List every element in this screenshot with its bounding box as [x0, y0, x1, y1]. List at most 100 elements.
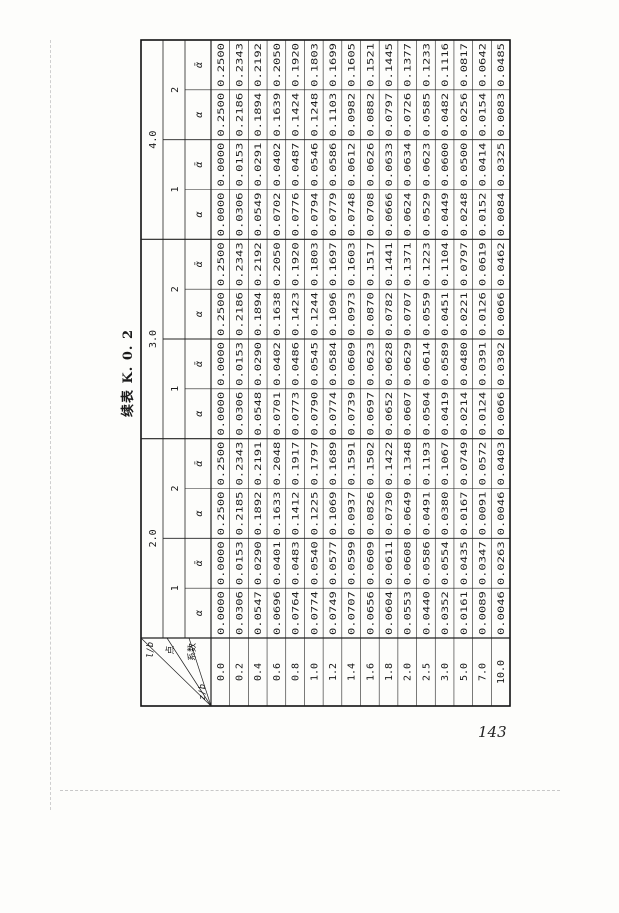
coefficient-value-cell: 0.1445	[384, 43, 395, 87]
coefficient-value-cell: 0.1233	[421, 43, 432, 87]
coefficient-value-cell: 0.0089	[477, 591, 488, 635]
coefficient-value-cell: 0.1699	[328, 43, 339, 87]
zb-value-cell: 1.8	[384, 663, 395, 681]
coefficient-value-cell: 0.0607	[403, 392, 414, 436]
alpha-column-label: α	[194, 210, 205, 217]
coefficient-value-cell: 0.0586	[328, 143, 339, 187]
coefficient-value-cell: 0.0485	[496, 43, 507, 87]
scan-footer-line	[60, 790, 560, 791]
zb-value-cell: 5.0	[459, 663, 470, 681]
coefficient-value-cell: 0.0084	[496, 192, 507, 236]
coefficient-value-cell: 0.0046	[496, 492, 507, 536]
coefficient-value-cell: 0.0161	[459, 591, 470, 635]
coefficient-value-cell: 0.0633	[384, 143, 395, 187]
coefficient-value-cell: 0.2500	[216, 43, 227, 87]
coefficient-value-cell: 0.1689	[328, 442, 339, 486]
coefficient-value-cell: 0.0221	[459, 292, 470, 336]
coefficient-value-cell: 0.0451	[440, 292, 451, 336]
alpha-bar-column-label: ᾱ	[194, 559, 205, 566]
coefficient-value-cell: 0.0302	[496, 342, 507, 386]
coefficient-value-cell: 0.1517	[365, 242, 376, 286]
coefficient-value-cell: 0.0707	[347, 591, 358, 635]
zb-value-cell: 0.2	[235, 663, 246, 681]
coefficient-value-cell: 0.2343	[235, 442, 246, 486]
coefficient-value-cell: 0.0554	[440, 541, 451, 585]
coefficient-value-cell: 0.1894	[253, 92, 264, 136]
coefficient-value-cell: 0.0000	[216, 541, 227, 585]
corner-lb-label: l/b	[146, 642, 156, 658]
alpha-column-label: α	[194, 609, 205, 616]
coefficient-value-cell: 0.0435	[459, 541, 470, 585]
coefficient-value-cell: 0.2343	[235, 43, 246, 87]
alpha-column-label: α	[194, 509, 205, 516]
coefficient-value-cell: 0.0256	[459, 93, 470, 137]
point-label: 2	[170, 485, 181, 491]
alpha-bar-column-label: ᾱ	[194, 161, 205, 168]
table-border	[140, 39, 511, 707]
zb-value-cell: 2.5	[421, 663, 432, 681]
coefficient-value-cell: 0.1894	[253, 292, 264, 336]
coefficient-value-cell: 0.0440	[421, 591, 432, 635]
coefficient-value-cell: 0.0306	[235, 591, 246, 635]
coefficient-value-cell: 0.0091	[477, 492, 488, 536]
coefficient-value-cell: 0.0623	[421, 143, 432, 187]
coefficient-value-cell: 0.0153	[235, 342, 246, 386]
coefficient-value-cell: 0.1069	[328, 492, 339, 536]
coefficient-value-cell: 0.0626	[365, 143, 376, 187]
coefficient-value-cell: 0.0826	[365, 492, 376, 536]
coefficient-value-cell: 0.0628	[384, 342, 395, 386]
coefficient-value-cell: 0.1521	[365, 43, 376, 87]
coefficient-value-cell: 0.1502	[365, 442, 376, 486]
coefficient-value-cell: 0.0402	[272, 342, 283, 386]
coefficient-value-cell: 0.0487	[291, 143, 302, 187]
coefficient-value-cell: 0.2185	[235, 492, 246, 536]
coefficient-value-cell: 0.0547	[253, 591, 264, 635]
coefficient-value-cell: 0.0290	[253, 342, 264, 386]
coefficient-value-cell: 0.0482	[440, 93, 451, 137]
coefficient-value-cell: 0.0870	[365, 292, 376, 336]
coefficient-value-cell: 0.0612	[347, 143, 358, 187]
coefficient-value-cell: 0.0553	[403, 591, 414, 635]
coefficient-value-cell: 0.0589	[440, 342, 451, 386]
zb-value-cell: 2.0	[403, 663, 414, 681]
coefficient-value-cell: 0.0549	[253, 193, 264, 237]
alpha-bar-column-label: ᾱ	[194, 260, 205, 267]
coefficient-value-cell: 0.0697	[365, 392, 376, 436]
coefficient-value-cell: 0.0529	[421, 193, 432, 237]
coefficient-value-cell: 0.0739	[347, 392, 358, 436]
coefficient-value-cell: 0.0656	[365, 591, 376, 635]
zb-value-cell: 3.0	[440, 663, 451, 681]
coefficient-value-cell: 0.1412	[291, 492, 302, 536]
coefficient-value-cell: 0.0154	[477, 92, 488, 136]
coefficient-value-cell: 0.0083	[496, 93, 507, 137]
corner-coefficient-label: 系数	[186, 643, 198, 661]
coefficient-value-cell: 0.0749	[328, 591, 339, 635]
coefficient-value-cell: 0.1104	[440, 242, 451, 286]
alpha-bar-column-label: ᾱ	[194, 460, 205, 467]
coefficient-value-cell: 0.2191	[253, 442, 264, 486]
coefficient-value-cell: 0.0600	[440, 143, 451, 187]
coefficient-value-cell: 0.0401	[272, 541, 283, 585]
coefficient-value-cell: 0.2192	[253, 242, 264, 286]
zb-value-cell: 0.0	[216, 663, 227, 681]
coefficient-value-cell: 0.0167	[459, 492, 470, 536]
coefficient-value-cell: 0.2500	[216, 492, 227, 536]
coefficient-value-cell: 0.1920	[291, 43, 302, 87]
coefficient-value-cell: 0.0152	[477, 193, 488, 237]
zb-value-cell: 0.8	[291, 663, 302, 681]
coefficient-value-cell: 0.0707	[403, 292, 414, 336]
coefficient-value-cell: 0.0599	[347, 541, 358, 585]
coefficient-value-cell: 0.1803	[309, 242, 320, 286]
coefficient-value-cell: 0.1225	[309, 492, 320, 536]
coefficient-value-cell: 0.0702	[272, 193, 283, 237]
coefficient-value-cell: 0.0449	[440, 193, 451, 237]
coefficient-value-cell: 0.1248	[309, 93, 320, 137]
point-label: 2	[170, 87, 181, 93]
coefficient-value-cell: 0.0559	[421, 292, 432, 336]
alpha-bar-column-label: ᾱ	[194, 61, 205, 68]
coefficient-value-cell: 0.0624	[403, 192, 414, 236]
coefficient-value-cell: 0.1223	[421, 242, 432, 286]
alpha-column-label: α	[194, 111, 205, 118]
coefficient-value-cell: 0.1920	[291, 242, 302, 286]
coefficient-value-cell: 0.0153	[235, 541, 246, 585]
